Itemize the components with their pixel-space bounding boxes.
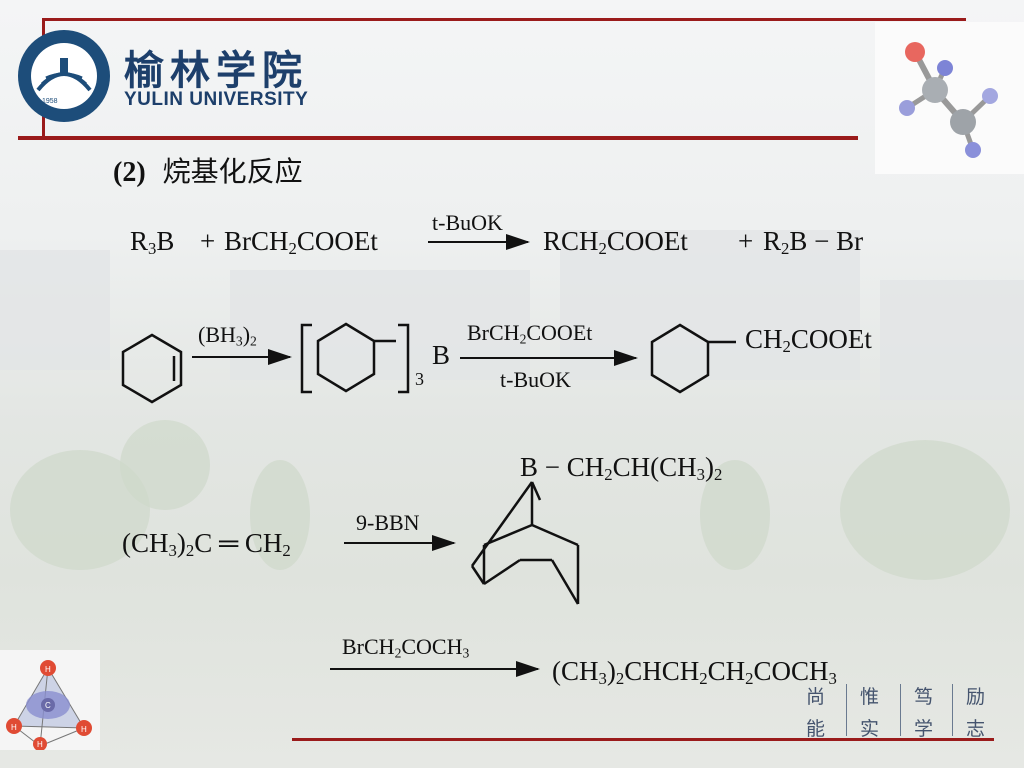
motto-char: 笃 <box>914 686 934 708</box>
methane-model-image: H H C H H <box>0 650 100 750</box>
reaction3-reactant: (CH3)2C ═ CH2 <box>122 528 291 561</box>
motto-divider <box>846 684 847 736</box>
reaction1-plus2: + <box>738 226 754 256</box>
left-bracket <box>300 323 312 394</box>
header-divider-line <box>18 136 858 140</box>
motto-divider <box>900 684 901 736</box>
reaction1-reactant1: R3B <box>130 226 175 259</box>
cyclohexene-ring <box>121 333 183 404</box>
reaction2-reagent1: (BH3)2 <box>198 322 257 349</box>
reaction1-reagent: t-BuOK <box>432 210 503 235</box>
molecule-model-icon <box>899 42 998 158</box>
background-building <box>560 230 860 380</box>
reaction1-reactant2: BrCH2COOEt <box>224 226 378 259</box>
reaction1-plus: + <box>200 226 216 256</box>
motto-char: 惟 <box>860 686 880 708</box>
motto-divider <box>952 684 953 736</box>
university-name-en: YULIN UNIVERSITY <box>124 89 309 110</box>
background-building <box>0 250 110 370</box>
methane-model-icon: H H C H H <box>6 660 92 750</box>
background-building <box>880 280 1024 400</box>
atom-label: H <box>11 723 17 732</box>
bottom-border-line <box>292 738 994 741</box>
motto-char: 能 <box>806 718 826 740</box>
motto-char: 志 <box>966 718 986 740</box>
section-heading: (2) 烷基化反应 <box>113 150 303 190</box>
section-title: 烷基化反应 <box>162 155 303 188</box>
reaction2-product-group: CH2COOEt <box>745 324 872 357</box>
atom-label: C <box>45 701 51 710</box>
molecule-model-image <box>875 22 1024 174</box>
background-tree <box>700 460 770 570</box>
reaction1-product1: RCH2COOEt <box>543 226 688 259</box>
reaction2-subscript: 3 <box>415 369 424 389</box>
atom-label: H <box>45 665 51 674</box>
atom-label: H <box>37 740 43 749</box>
reaction2-boron: B <box>432 340 451 370</box>
atom-label: H <box>81 725 87 734</box>
reaction4-reagent: BrCH2COCH3 <box>342 634 470 661</box>
bbn-bicyclic-structure <box>470 481 580 605</box>
cyclohexyl-ring <box>316 322 376 393</box>
right-bracket <box>398 323 410 394</box>
university-name-cn: 榆林学院 <box>124 47 308 94</box>
reaction4-product: (CH3)2CHCH2CH2COCH3 <box>552 656 837 689</box>
seal-year: 1958 <box>42 98 58 105</box>
background-tree <box>250 460 310 570</box>
reaction3-reagent: 9-BBN <box>356 510 420 535</box>
section-number: (2) <box>113 157 146 188</box>
background-tree <box>120 420 210 510</box>
product-cyclohexane-ring <box>650 323 710 394</box>
reaction1-product2: R2B − Br <box>763 226 864 259</box>
motto-char: 励 <box>966 686 986 708</box>
university-seal <box>16 28 112 124</box>
reaction3-product-top: B − CH2CH(CH3)2 <box>520 452 723 485</box>
reaction2-reagent2-bottom: t-BuOK <box>500 367 571 392</box>
motto-char: 学 <box>914 718 934 740</box>
motto-char: 尚 <box>806 686 826 708</box>
background-tree <box>840 440 1010 580</box>
reaction2-reagent2-top: BrCH2COOEt <box>467 320 593 347</box>
motto-char: 实 <box>860 718 880 740</box>
university-seal-icon <box>18 30 110 122</box>
top-border-line <box>42 18 966 21</box>
